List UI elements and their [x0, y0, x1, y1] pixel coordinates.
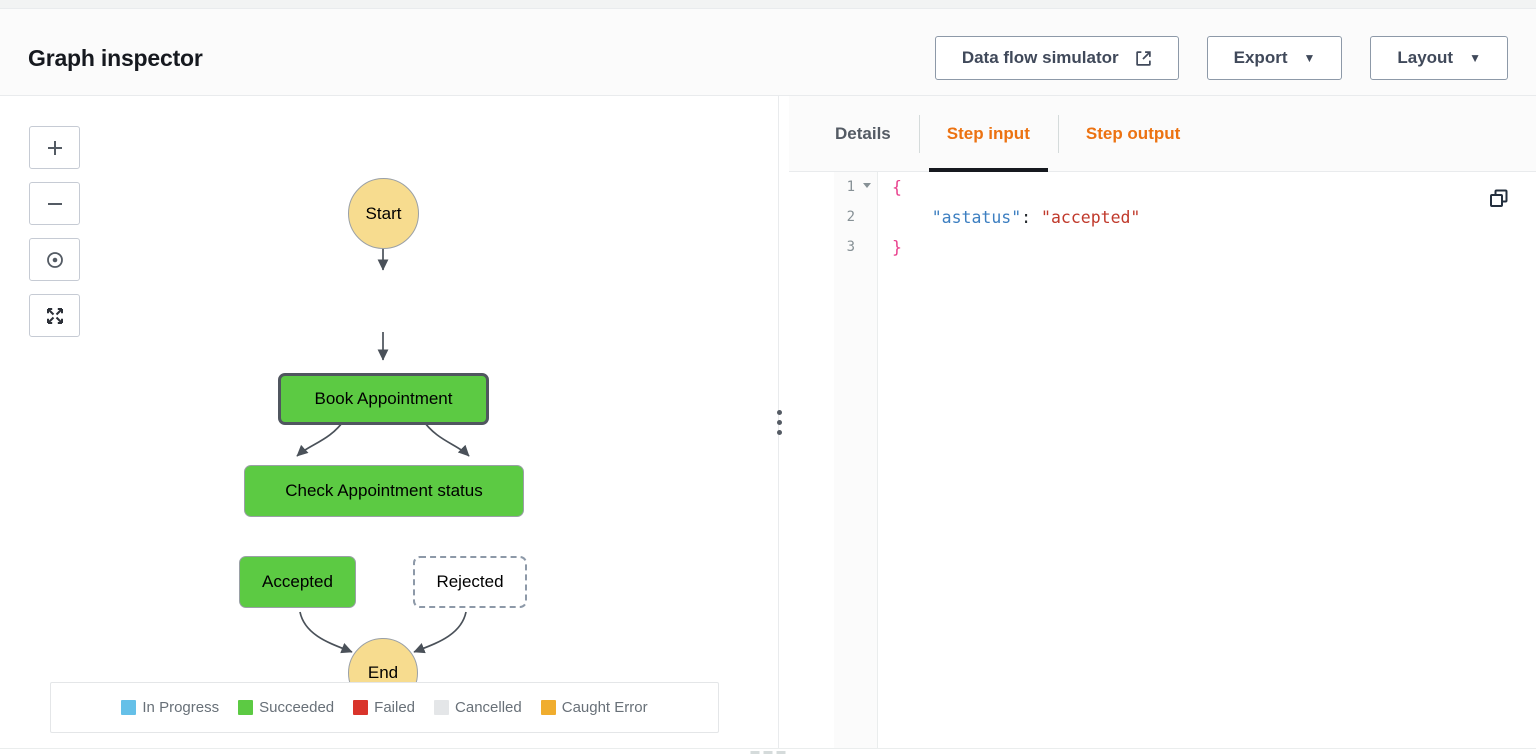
node-label: Rejected	[436, 572, 504, 591]
graph-canvas[interactable]: Start Book Appointment Check Appointment…	[0, 96, 779, 748]
line-number-gutter: 1 2 3	[834, 172, 878, 748]
tab-label: Step output	[1085, 123, 1181, 143]
details-panel: Details Step input Step output 1 2 3	[789, 96, 1536, 748]
tab-step-output[interactable]: Step output	[1057, 96, 1208, 172]
center-graph-button[interactable]	[29, 238, 80, 281]
data-flow-simulator-button[interactable]: Data flow simulator	[934, 36, 1179, 80]
status-legend: In Progress Succeeded Failed Cancelled C…	[50, 682, 719, 733]
legend-item-succeeded: Succeeded	[238, 699, 334, 716]
step-input-code-viewer[interactable]: 1 2 3 { "astatus" : "accep	[834, 172, 1536, 748]
node-label: Book Appointment	[314, 389, 453, 408]
fold-toggle-icon[interactable]	[863, 183, 871, 188]
drag-dots-icon	[777, 409, 782, 435]
state-machine-graph: Start Book Appointment Check Appointment…	[0, 96, 778, 708]
code-token: "astatus"	[931, 207, 1022, 227]
zoom-out-button[interactable]	[29, 182, 80, 225]
legend-item-cancelled: Cancelled	[434, 699, 522, 716]
tab-details[interactable]: Details	[807, 96, 919, 172]
legend-swatch-icon	[540, 700, 556, 715]
legend-label: Succeeded	[259, 699, 335, 716]
panel-tabs: Details Step input Step output	[789, 96, 1536, 172]
line-number-value: 3	[846, 239, 855, 255]
graph-node-check-appointment-status[interactable]: Check Appointment status	[244, 465, 524, 517]
graph-node-book-appointment[interactable]: Book Appointment	[278, 373, 489, 425]
legend-label: In Progress	[142, 699, 220, 716]
edge-accepted-end	[299, 611, 353, 654]
node-label: Check Appointment status	[285, 481, 483, 500]
node-label: Start	[365, 203, 402, 223]
external-link-icon	[1135, 50, 1152, 67]
line-number: 1	[834, 172, 877, 202]
center-target-icon	[46, 251, 63, 268]
code-line: "astatus" : "accepted"	[892, 202, 1496, 232]
line-number: 2	[834, 202, 877, 232]
code-line: {	[892, 172, 1496, 202]
chevron-down-icon: ▼	[1469, 51, 1481, 65]
zoom-controls	[29, 126, 80, 337]
export-button[interactable]: Export ▼	[1206, 36, 1343, 80]
fit-to-screen-button[interactable]	[29, 294, 80, 337]
graph-node-accepted[interactable]: Accepted	[239, 556, 356, 608]
legend-swatch-icon	[353, 700, 369, 715]
bottom-resize-handle[interactable]	[0, 748, 1536, 754]
layout-button[interactable]: Layout ▼	[1370, 36, 1508, 80]
page-header: Graph inspector Data flow simulator Expo…	[0, 9, 1536, 96]
legend-label: Caught Error	[561, 699, 648, 716]
panel-resize-handle[interactable]	[771, 96, 788, 748]
tab-label: Step input	[946, 123, 1030, 143]
legend-item-caught-error: Caught Error	[540, 699, 648, 716]
legend-label: Cancelled	[455, 699, 522, 716]
chevron-down-icon: ▼	[1303, 51, 1316, 65]
node-label: End	[367, 663, 399, 682]
code-token: :	[1021, 207, 1042, 227]
legend-swatch-icon	[238, 700, 254, 715]
code-token	[892, 208, 932, 227]
zoom-in-button[interactable]	[29, 126, 80, 169]
legend-item-in-progress: In Progress	[121, 699, 219, 716]
export-label: Export	[1233, 48, 1288, 67]
plus-icon	[47, 140, 62, 155]
minus-icon	[47, 202, 62, 205]
legend-label: Failed	[374, 699, 416, 716]
legend-swatch-icon	[121, 700, 137, 715]
line-number-value: 2	[846, 209, 855, 225]
line-number: 3	[834, 232, 877, 262]
drag-dots-icon	[750, 751, 786, 754]
legend-item-failed: Failed	[353, 699, 415, 716]
tab-label: Details	[835, 123, 891, 143]
code-line: }	[892, 232, 1496, 262]
graph-node-rejected[interactable]: Rejected	[413, 556, 527, 608]
layout-label: Layout	[1397, 48, 1454, 67]
page-title: Graph inspector	[28, 45, 203, 71]
top-strip	[0, 0, 1536, 9]
node-label: Accepted	[262, 572, 333, 591]
graph-node-start[interactable]: Start	[348, 178, 419, 249]
edge-rejected-end	[413, 611, 467, 654]
header-actions: Data flow simulator Export ▼ Layout ▼	[934, 36, 1508, 80]
fit-screen-icon	[46, 307, 63, 324]
legend-swatch-icon	[434, 700, 450, 715]
code-token: {	[892, 177, 902, 197]
tab-step-input[interactable]: Step input	[918, 96, 1058, 172]
line-number-value: 1	[846, 179, 855, 195]
code-token: "accepted"	[1041, 207, 1141, 227]
code-content: { "astatus" : "accepted" }	[879, 172, 1496, 262]
code-token: }	[892, 237, 902, 257]
data-flow-simulator-label: Data flow simulator	[961, 48, 1119, 67]
copy-icon[interactable]	[1486, 186, 1512, 212]
